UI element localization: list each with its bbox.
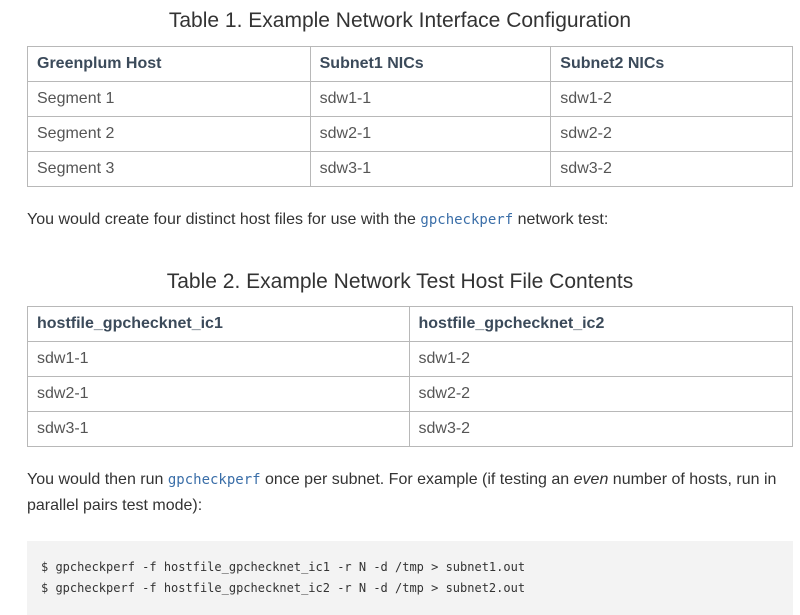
table-cell: sdw2-1 [27, 376, 410, 412]
column-header: Greenplum Host [27, 46, 311, 82]
code-line: $ gpcheckperf -f hostfile_gpchecknet_ic1… [41, 560, 526, 574]
network-interface-table: Greenplum Host Subnet1 NICs Subnet2 NICs… [27, 46, 793, 187]
host-file-contents-table: hostfile_gpchecknet_ic1 hostfile_gpcheck… [27, 306, 793, 447]
host-files-paragraph: You would create four distinct host file… [27, 207, 797, 233]
table-header-row: Greenplum Host Subnet1 NICs Subnet2 NICs [27, 46, 793, 82]
table-cell: sdw2-2 [550, 116, 793, 152]
table-cell: sdw2-1 [309, 116, 552, 152]
table-cell: sdw2-2 [408, 376, 793, 412]
column-header: Subnet2 NICs [550, 46, 793, 82]
run-instructions-paragraph: You would then run gpcheckperf once per … [27, 467, 797, 519]
table-cell: sdw3-1 [309, 151, 552, 187]
column-header: hostfile_gpchecknet_ic2 [408, 306, 793, 342]
paragraph-text: once per subnet. For example (if testing… [260, 471, 574, 488]
table-cell: Segment 1 [27, 81, 311, 117]
table-row: Segment 3 sdw3-1 sdw3-2 [27, 151, 793, 187]
table2-caption: Table 2. Example Network Test Host File … [166, 270, 634, 293]
table-cell: sdw3-2 [408, 411, 793, 447]
table-row: sdw1-1 sdw1-2 [27, 341, 793, 377]
table-cell: sdw3-1 [27, 411, 410, 447]
paragraph-text: You would create four distinct host file… [27, 211, 421, 228]
column-header: Subnet1 NICs [309, 46, 552, 82]
column-header: hostfile_gpchecknet_ic1 [27, 306, 410, 342]
command-code-block: $ gpcheckperf -f hostfile_gpchecknet_ic1… [27, 541, 793, 615]
table-row: sdw2-1 sdw2-2 [27, 376, 793, 412]
code-line: $ gpcheckperf -f hostfile_gpchecknet_ic2… [41, 581, 526, 595]
table-cell: Segment 2 [27, 116, 311, 152]
paragraph-text: You would then run [27, 471, 168, 488]
table-row: Segment 2 sdw2-1 sdw2-2 [27, 116, 793, 152]
table-row: sdw3-1 sdw3-2 [27, 411, 793, 447]
table-cell: sdw1-2 [550, 81, 793, 117]
table-cell: sdw1-1 [309, 81, 552, 117]
table-row: Segment 1 sdw1-1 sdw1-2 [27, 81, 793, 117]
table-cell: sdw3-2 [550, 151, 793, 187]
table-header-row: hostfile_gpchecknet_ic1 hostfile_gpcheck… [27, 306, 793, 342]
paragraph-text: number of hosts, run in parallel pairs t… [27, 471, 777, 514]
table1-caption: Table 1. Example Network Interface Confi… [168, 9, 632, 32]
table-cell: Segment 3 [27, 151, 311, 187]
paragraph-text: network test: [513, 211, 609, 228]
inline-code: gpcheckperf [167, 472, 261, 488]
emphasis-text: even [573, 471, 609, 488]
table-cell: sdw1-2 [408, 341, 793, 377]
table-cell: sdw1-1 [27, 341, 410, 377]
inline-code: gpcheckperf [420, 212, 514, 228]
